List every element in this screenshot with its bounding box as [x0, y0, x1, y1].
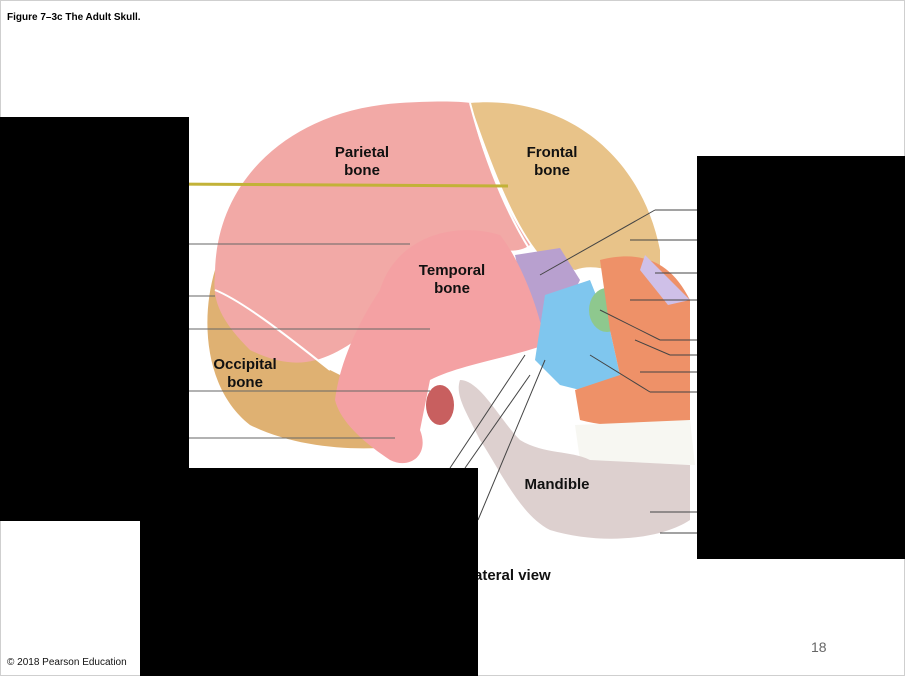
- parietal-bone: [214, 101, 530, 363]
- figure-title: Figure 7–3c The Adult Skull.: [7, 12, 141, 23]
- copyright-text: © 2018 Pearson Education: [7, 657, 127, 668]
- redaction-box-bottom: [140, 468, 478, 676]
- nasal-bone: [640, 255, 690, 305]
- redaction-box-left: [0, 117, 189, 521]
- highlight-leader-line: [159, 182, 509, 188]
- mandible-label: Mandible: [524, 476, 590, 493]
- temporal-bone: [335, 230, 545, 464]
- redaction-box-right: [697, 156, 905, 559]
- mandible: [458, 380, 690, 539]
- page-number: 18: [811, 639, 827, 655]
- maxilla: [575, 256, 690, 428]
- view-title: ateral view: [474, 567, 551, 584]
- frontal-bone: [470, 102, 660, 280]
- ear-canal: [426, 385, 454, 425]
- teeth: [575, 420, 695, 465]
